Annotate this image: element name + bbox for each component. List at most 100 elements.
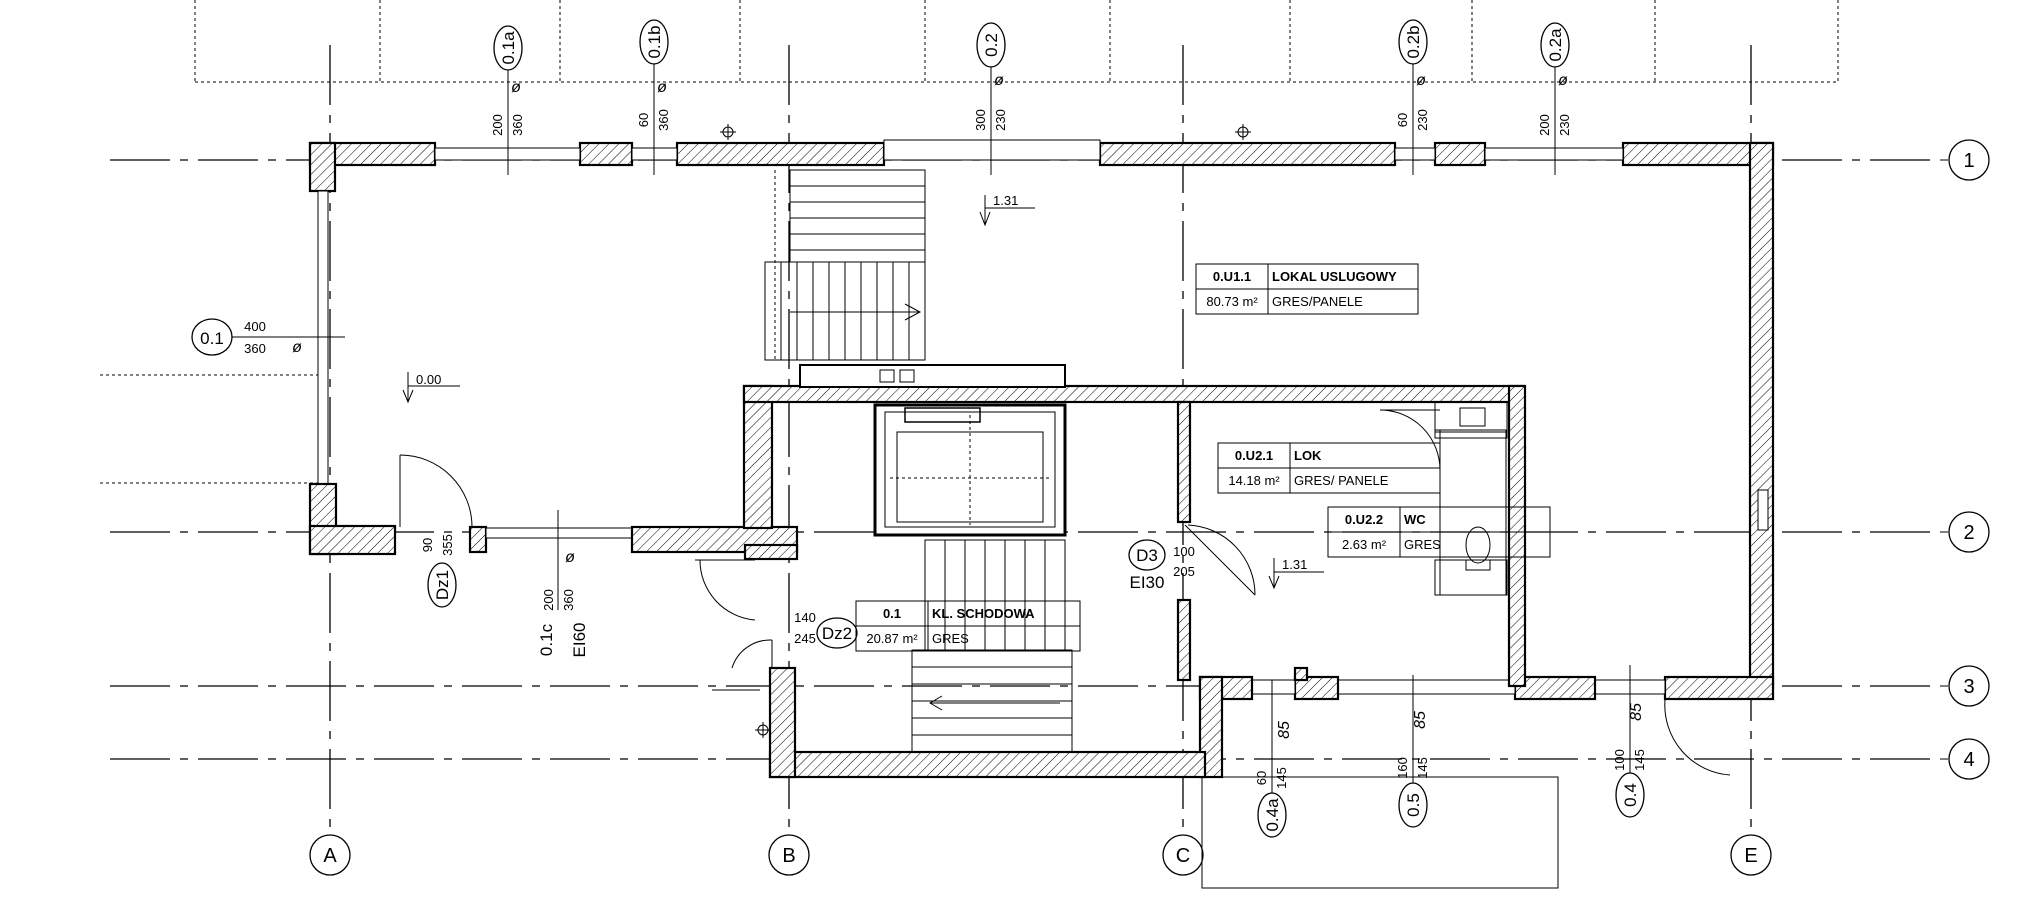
opening-tag-label: 0.2a: [1546, 28, 1565, 62]
room-floor: GRES/PANELE: [1272, 294, 1363, 309]
level-marker-top: 1.31: [979, 193, 1035, 227]
grid-bubble-1: 1: [1940, 139, 1990, 181]
sill-symbol: ø: [292, 339, 302, 356]
room-floor: GRES: [932, 631, 969, 646]
survey-markers: [720, 124, 1251, 738]
opening-tag-0-2b: 0.2b 60 230 ø: [1395, 19, 1430, 175]
entrance-platform: [1201, 776, 1559, 889]
opening-tag-label: 0.1b: [645, 25, 664, 58]
grid-row-label: 4: [1963, 749, 1974, 771]
grid-bubble-4: 4: [1940, 738, 1990, 780]
door-height: 205: [1173, 564, 1195, 579]
grid-col-label: A: [323, 845, 337, 867]
door-width: 100: [1173, 544, 1195, 559]
grid-col-label: B: [782, 845, 795, 867]
grid-bubble-b: B: [768, 834, 810, 876]
grid-row-label: 3: [1963, 676, 1974, 698]
opening-height-1: 160: [1395, 757, 1410, 779]
room-id: 0.U2.2: [1345, 512, 1383, 527]
sill-symbol: ø: [511, 79, 521, 96]
grid-bubble-2: 2: [1940, 511, 1990, 553]
room-floor: GRES/ PANELE: [1294, 473, 1389, 488]
opening-tag-0-5: 0.5 160 145 85: [1395, 675, 1430, 828]
sill-symbol: ø: [994, 72, 1004, 89]
room-name: LOK: [1294, 448, 1322, 463]
opening-height-1: 60: [1395, 113, 1410, 127]
opening-tag-0-2a: 0.2a 200 230 ø: [1537, 22, 1572, 175]
fire-rating-label: EI30: [1130, 573, 1165, 592]
grid-col-label: E: [1744, 845, 1757, 867]
opening-tag-label: 0.4: [1621, 783, 1640, 807]
level-value: 1.31: [1282, 557, 1307, 572]
opening-tag-label: 0.2: [982, 33, 1001, 57]
room-label-lokal-uslugowy: 0.U1.1 LOKAL USLUGOWY 80.73 m² GRES/PANE…: [1195, 263, 1419, 315]
grid-bubble-3: 3: [1940, 665, 1990, 707]
opening-sill-value: 85: [1628, 703, 1645, 721]
fire-rating-label: EI60: [570, 623, 589, 658]
opening-tag-label: 0.1c: [537, 623, 556, 656]
level-value: 0.00: [416, 372, 441, 387]
room-area: 20.87 m²: [866, 631, 918, 646]
opening-height-1: 60: [636, 113, 651, 127]
opening-height-1: 300: [973, 109, 988, 131]
door-tag-label: Dz1: [433, 570, 452, 600]
grid-col-label: C: [1176, 845, 1190, 867]
elevator: [799, 364, 1067, 537]
sill-symbol: ø: [565, 549, 575, 566]
room-name: LOKAL USLUGOWY: [1272, 269, 1397, 284]
door-width: 140: [794, 610, 816, 625]
room-id: 0.U1.1: [1213, 269, 1251, 284]
wc-fixtures: [1434, 401, 1508, 596]
room-area: 14.18 m²: [1228, 473, 1280, 488]
opening-sill-value: 85: [1412, 711, 1429, 729]
opening-tag-0-1: 0.1 400 360 ø: [191, 318, 345, 356]
room-id: 0.U2.1: [1235, 448, 1273, 463]
adjacent-building-outline: [100, 0, 1839, 484]
sill-symbol: ø: [1416, 72, 1426, 89]
opening-height-2: 360: [656, 109, 671, 131]
level-value: 1.31: [993, 193, 1018, 208]
opening-tag-0-4a: 0.4a 60 145 85: [1254, 680, 1293, 838]
room-label-wc: 0.U2.2 WC 2.63 m² GRES: [1327, 506, 1551, 558]
opening-tag-0-4: 0.4 100 145 85: [1612, 665, 1647, 818]
grid-bubble-a: A: [309, 834, 351, 876]
door-tag-label: D3: [1136, 546, 1158, 565]
door-swings: [399, 409, 1731, 776]
opening-tag-0-1c: 200 360 ø 0.1c EI60: [537, 510, 589, 657]
door-width: 90: [420, 538, 435, 552]
door-tag-d3: D3 EI30 100 205: [1128, 539, 1195, 592]
level-marker-left: 0.00: [402, 372, 460, 404]
door-tag-dz2: Dz2 140 245: [794, 610, 858, 649]
opening-tag-label: 0.5: [1404, 793, 1423, 817]
door-tag-label: Dz2: [822, 624, 852, 643]
room-label-lok: 0.U2.1 LOK 14.18 m² GRES/ PANELE: [1217, 442, 1441, 494]
opening-tag-label: 0.2b: [1404, 25, 1423, 58]
room-name: WC: [1404, 512, 1426, 527]
room-id: 0.1: [883, 606, 901, 621]
door-height: 355: [440, 534, 455, 556]
staircase-lower: [911, 539, 1073, 753]
opening-height-2: 145: [1632, 749, 1647, 771]
opening-height-1: 100: [1612, 749, 1627, 771]
level-marker-right: 1.31: [1268, 557, 1324, 590]
opening-tag-0-1b: 0.1b 60 360 ø: [636, 19, 671, 175]
opening-height-2: 360: [510, 114, 525, 136]
opening-height-2: 360: [561, 589, 576, 611]
grid-bubble-c: C: [1162, 834, 1204, 876]
opening-tag-label: 0.1a: [499, 31, 518, 65]
door-height: 245: [794, 631, 816, 646]
opening-tag-label: 0.1: [200, 329, 224, 348]
opening-height-1: 60: [1254, 771, 1269, 785]
grid-row-label: 1: [1963, 150, 1974, 172]
opening-tag-0-1a: 0.1a 200 360 ø: [490, 25, 525, 175]
opening-height-2: 145: [1415, 757, 1430, 779]
opening-height-1: 400: [244, 319, 266, 334]
opening-height-2: 230: [1415, 109, 1430, 131]
sill-symbol: ø: [657, 79, 667, 96]
grid-bubble-e: E: [1730, 834, 1772, 876]
grid-row-label: 2: [1963, 522, 1974, 544]
room-area: 2.63 m²: [1342, 537, 1387, 552]
opening-height-1: 200: [490, 114, 505, 136]
opening-height-2: 145: [1274, 767, 1289, 789]
